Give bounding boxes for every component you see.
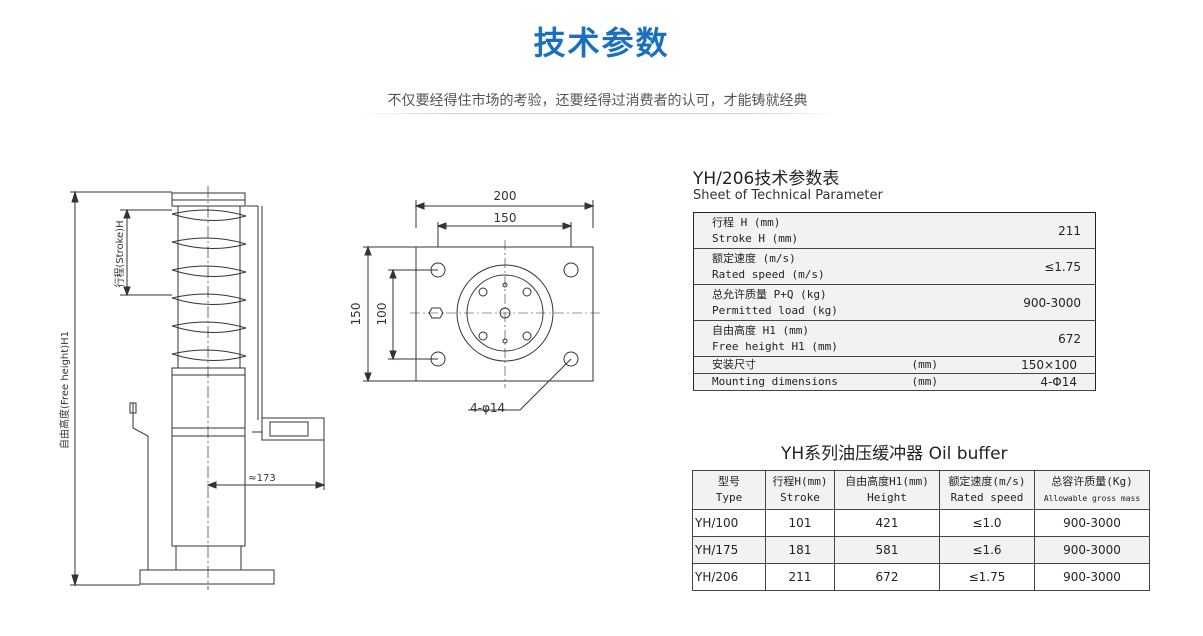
header-cn: 额定速度(m/s) bbox=[948, 475, 1026, 488]
mount-value: 150×100 bbox=[948, 356, 1096, 374]
buffer-table: 型号 Type 行程H(mm) Stroke 自由高度H1(mm) Height 额定… bbox=[692, 470, 1150, 591]
page-title: 技术参数 bbox=[533, 24, 670, 62]
cell: YH/100 bbox=[692, 509, 766, 537]
param-row: 自由高度 H1 (mm) Free height H1 (mm) 672 bbox=[693, 320, 1096, 357]
offset-label: ≈173 bbox=[248, 473, 275, 484]
header-cn: 自由高度H1(mm) bbox=[845, 475, 929, 488]
param-label-en: Stroke H (mm) bbox=[712, 232, 799, 245]
cell: 101 bbox=[765, 509, 835, 537]
subtitle-divider bbox=[355, 113, 840, 114]
column-header: 型号 Type bbox=[692, 470, 766, 510]
table-row: YH/175 181 581 ≤1.6 900-3000 bbox=[692, 536, 1150, 564]
mount-unit: (mm) bbox=[900, 373, 949, 391]
param-label-cn: 自由高度 H1 (mm) bbox=[712, 324, 809, 337]
dim-100-left: 100 bbox=[375, 303, 389, 326]
cell: ≤1.0 bbox=[939, 509, 1035, 537]
cell: 181 bbox=[765, 536, 835, 564]
cell: ≤1.6 bbox=[939, 536, 1035, 564]
param-label-en: Permitted load (kg) bbox=[712, 304, 838, 317]
param-label-cn: 额定速度 (m/s) bbox=[712, 252, 796, 265]
header-cn: 型号 bbox=[718, 475, 740, 488]
dim-200: 200 bbox=[494, 189, 517, 203]
cell: YH/206 bbox=[692, 563, 766, 591]
free-height-label: 自由高度(Free height)H1 bbox=[58, 331, 71, 449]
header-en: Height bbox=[867, 491, 907, 504]
cell: 581 bbox=[834, 536, 940, 564]
mount-row: 安装尺寸 (mm) 150×100 bbox=[693, 356, 1096, 374]
cell: 900-3000 bbox=[1034, 509, 1150, 537]
cell: 211 bbox=[765, 563, 835, 591]
dim-150-left: 150 bbox=[349, 303, 363, 326]
column-header: 总容许质量(Kg) Allowable gross mass bbox=[1034, 470, 1150, 510]
column-header: 自由高度H1(mm) Height bbox=[834, 470, 940, 510]
holes-label: 4-φ14 bbox=[470, 401, 505, 415]
header-en: Allowable gross mass bbox=[1043, 493, 1141, 503]
param-value: 211 bbox=[948, 212, 1096, 249]
param-sheet-subtitle: Sheet of Technical Parameter bbox=[693, 188, 883, 203]
stroke-label: 行程(Stroke)H bbox=[113, 220, 126, 287]
param-row: 行程 H (mm) Stroke H (mm) 211 bbox=[693, 212, 1096, 249]
param-value: ≤1.75 bbox=[948, 248, 1096, 285]
plan-view-drawing bbox=[363, 200, 600, 411]
buffer-table-title: YH系列油压缓冲器 Oil buffer bbox=[781, 444, 1008, 464]
mount-row: Mounting dimensions (mm) 4-Φ14 bbox=[693, 373, 1096, 391]
table-row: YH/100 101 421 ≤1.0 900-3000 bbox=[692, 509, 1150, 537]
header-en: Stroke bbox=[780, 491, 820, 504]
dim-150-top: 150 bbox=[494, 211, 517, 225]
header-cn: 行程H(mm) bbox=[772, 475, 828, 488]
param-value: 900-3000 bbox=[948, 284, 1096, 321]
column-header: 行程H(mm) Stroke bbox=[765, 470, 835, 510]
cell: 672 bbox=[834, 563, 940, 591]
param-row: 总允许质量 P+Q (kg) Permitted load (kg) 900-30… bbox=[693, 284, 1096, 321]
header-cn: 总容许质量(Kg) bbox=[1051, 474, 1133, 488]
header-en: Rated speed bbox=[950, 491, 1024, 504]
mount-label-cn: 安装尺寸 bbox=[693, 356, 901, 374]
param-value: 672 bbox=[948, 320, 1096, 357]
table-header-row: 型号 Type 行程H(mm) Stroke 自由高度H1(mm) Height 额定… bbox=[692, 470, 1150, 510]
param-row: 额定速度 (m/s) Rated speed (m/s) ≤1.75 bbox=[693, 248, 1096, 285]
param-table: 行程 H (mm) Stroke H (mm) 211 额定速度 (m/s) Rat… bbox=[693, 212, 1096, 391]
table-row: YH/206 211 672 ≤1.75 900-3000 bbox=[692, 563, 1150, 591]
header-en: Type bbox=[715, 491, 743, 504]
param-label-cn: 行程 H (mm) bbox=[712, 216, 781, 229]
cell: YH/175 bbox=[692, 536, 766, 564]
param-label-en: Rated speed (m/s) bbox=[712, 268, 825, 281]
side-view-drawing bbox=[70, 186, 326, 590]
mount-label-en: Mounting dimensions bbox=[693, 373, 901, 391]
cell: 900-3000 bbox=[1034, 536, 1150, 564]
column-header: 额定速度(m/s) Rated speed bbox=[939, 470, 1035, 510]
param-label-en: Free height H1 (mm) bbox=[712, 340, 838, 353]
cell: 421 bbox=[834, 509, 940, 537]
cell: 900-3000 bbox=[1034, 563, 1150, 591]
param-label-cn: 总允许质量 P+Q (kg) bbox=[712, 288, 827, 301]
mount-value: 4-Φ14 bbox=[948, 373, 1096, 391]
page-subtitle: 不仅要经得住市场的考验，还要经得过消费者的认可，才能铸就经典 bbox=[387, 93, 808, 109]
param-sheet-title: YH/206技术参数表 bbox=[693, 169, 840, 189]
cell: ≤1.75 bbox=[939, 563, 1035, 591]
mount-unit: (mm) bbox=[900, 356, 949, 374]
